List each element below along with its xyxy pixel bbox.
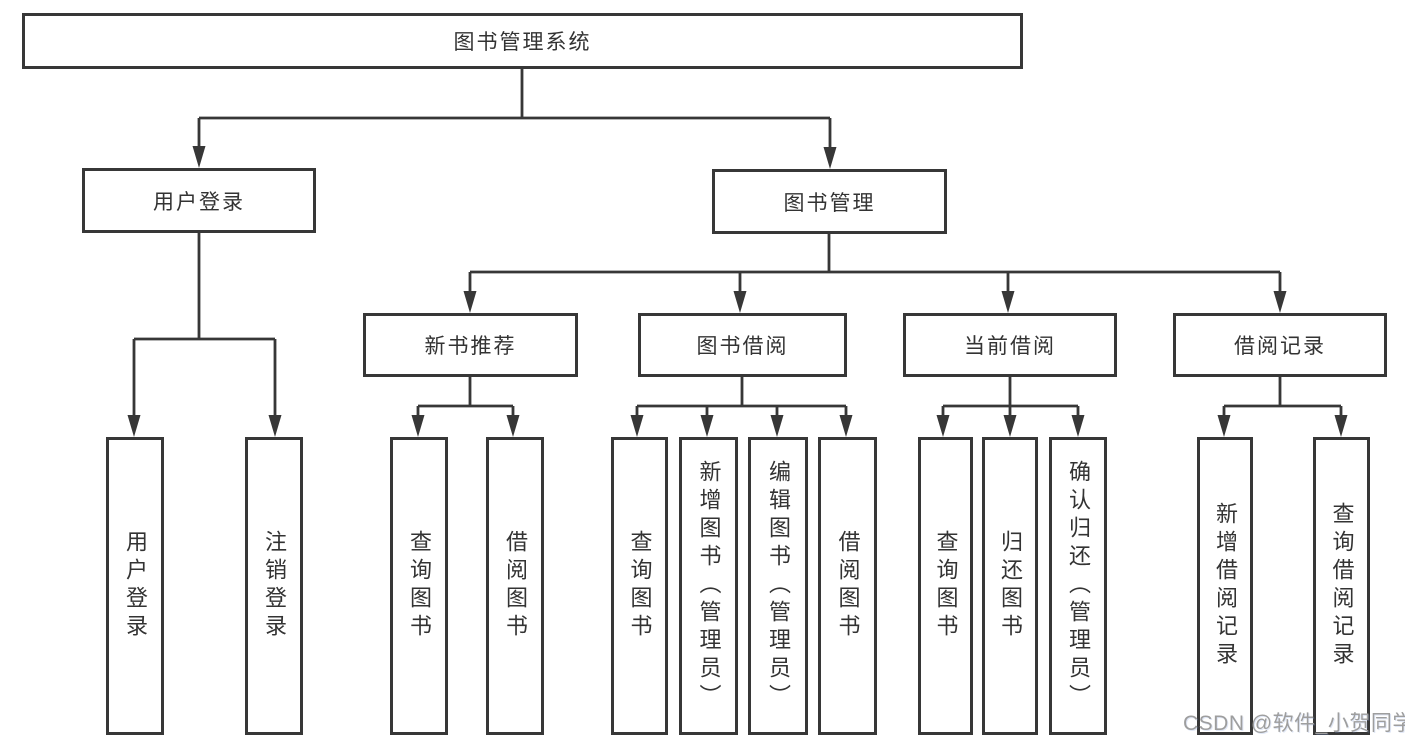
node-label: 查询图书 [627, 530, 653, 642]
leaf-query-books-recommend: 查询图书 [390, 437, 448, 735]
node-label: 用户登录 [153, 190, 245, 214]
node-book-mgmt: 图书管理 [712, 169, 947, 234]
node-label: 查询借阅记录 [1329, 502, 1355, 670]
leaf-query-books-borrow: 查询图书 [611, 437, 668, 735]
node-label: 图书管理系统 [453, 31, 592, 54]
arrowheads [127, 146, 1348, 437]
node-new-book-recommend: 新书推荐 [363, 313, 578, 377]
leaf-user-login: 用户登录 [106, 437, 164, 735]
node-label: 借阅记录 [1234, 335, 1326, 358]
leaf-add-borrow-record: 新增借阅记录 [1197, 437, 1253, 735]
node-label: 查询图书 [933, 530, 959, 642]
node-label: 编辑图书（管理员） [766, 460, 791, 712]
node-book-borrow: 图书借阅 [638, 313, 847, 377]
node-label: 新增借阅记录 [1213, 502, 1238, 670]
node-label: 查询图书 [407, 530, 432, 642]
leaf-borrow-books-recommend: 借阅图书 [486, 437, 544, 735]
node-label: 新书推荐 [424, 335, 517, 358]
leaf-query-borrow-record: 查询借阅记录 [1313, 437, 1370, 735]
node-label: 新增图书（管理员） [696, 460, 722, 712]
node-label: 借阅图书 [835, 530, 861, 642]
node-label: 图书管理 [783, 191, 876, 215]
leaf-borrow-books-borrow: 借阅图书 [818, 437, 877, 735]
leaf-add-book-admin: 新增图书（管理员） [679, 437, 738, 735]
leaf-edit-book-admin: 编辑图书（管理员） [748, 437, 808, 735]
node-root: 图书管理系统 [22, 13, 1023, 69]
node-label: 图书借阅 [696, 335, 789, 358]
node-label: 当前借阅 [964, 335, 1056, 358]
leaf-return-book: 归还图书 [982, 437, 1038, 735]
node-borrow-records: 借阅记录 [1173, 313, 1387, 377]
node-current-borrow: 当前借阅 [903, 313, 1117, 377]
leaf-logout: 注销登录 [245, 437, 303, 735]
node-label: 注销登录 [262, 530, 287, 642]
watermark: CSDN @软件_小贺同学 [1183, 712, 1405, 735]
node-user-login: 用户登录 [82, 168, 316, 233]
node-label: 确认归还（管理员） [1066, 460, 1091, 712]
node-label: 借阅图书 [503, 530, 528, 642]
leaf-query-books-current: 查询图书 [918, 437, 973, 735]
tree-rails [132, 69, 1343, 415]
node-label: 用户登录 [123, 530, 148, 642]
node-label: 归还图书 [998, 530, 1023, 642]
leaf-confirm-return-admin: 确认归还（管理员） [1049, 437, 1107, 735]
